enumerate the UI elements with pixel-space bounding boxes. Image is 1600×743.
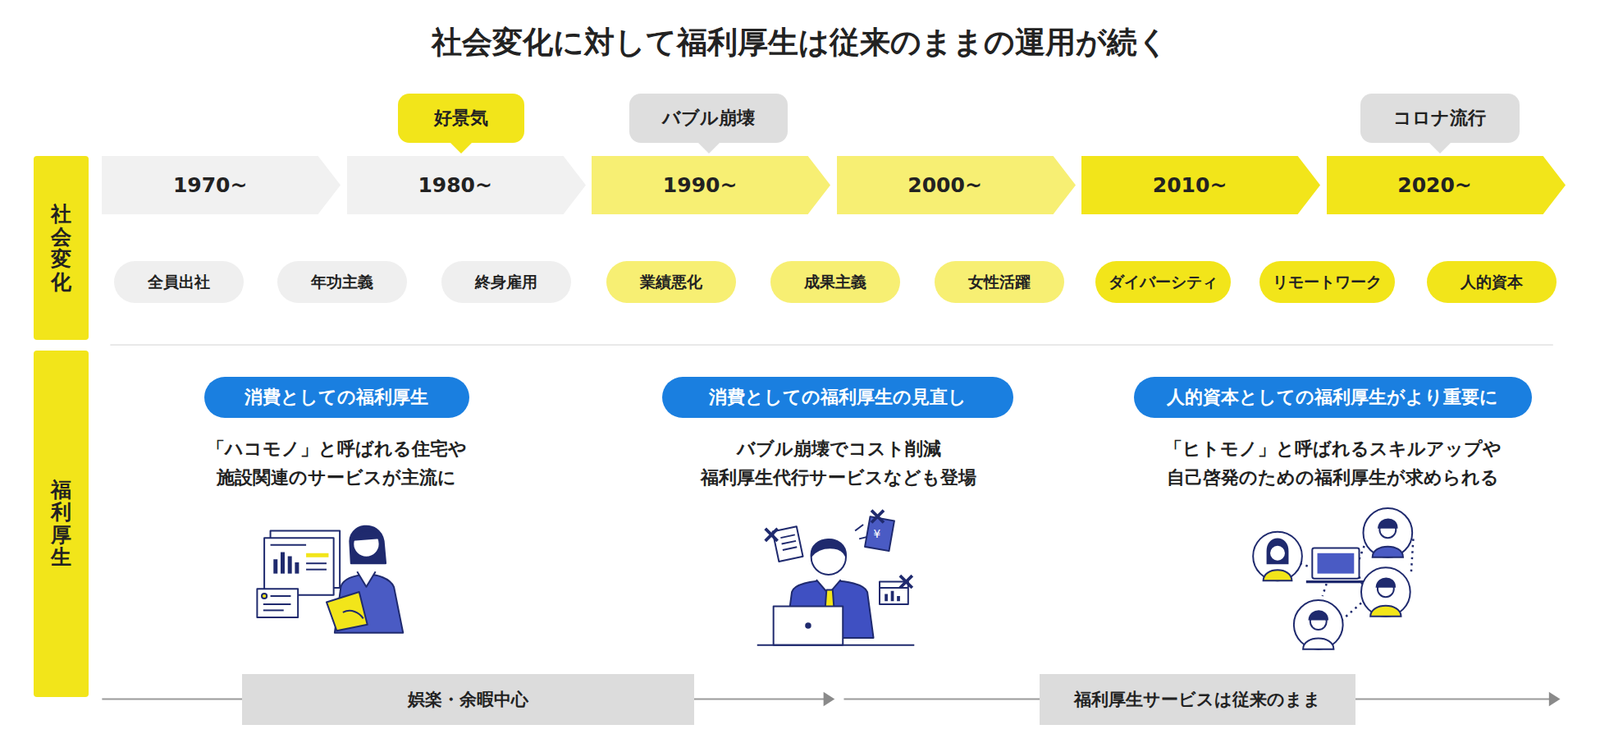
year-chevron: 2010~ — [1081, 155, 1321, 215]
period-box: 福利厚生サービスは従来のまま — [1039, 673, 1355, 725]
trend-pill: 全員出社 — [114, 260, 244, 303]
node-label: 福利厚生サービスは従来のまま — [1074, 687, 1322, 711]
period-box: 娯楽・余暇中心 — [242, 673, 695, 725]
node-label: 1970~ — [173, 173, 248, 197]
node-label: 消費としての福利厚生 — [244, 384, 429, 410]
chevron-fill — [347, 155, 586, 215]
description-text: バブル崩壊でコスト削減 福利厚生代行サービスなども登場 — [645, 434, 1032, 492]
category-band: 社会変化 — [33, 155, 89, 340]
arrow-head — [1549, 691, 1561, 706]
trend-pill: 女性活躍 — [934, 260, 1065, 303]
year-chevron: 1970~ — [101, 155, 341, 215]
category-band: 福利厚生 — [33, 350, 89, 698]
trend-pill: 成果主義 — [770, 260, 901, 303]
chevron-fill — [101, 155, 341, 215]
node-label: 全員出社 — [147, 271, 211, 293]
trend-pill: 業績悪化 — [606, 260, 736, 303]
chevron-fill — [836, 155, 1076, 215]
node-label: バブル崩壊 — [662, 105, 755, 131]
year-chevron: 1990~ — [591, 155, 831, 215]
trend-pill: 年功主義 — [277, 260, 407, 303]
node-label: 成果主義 — [804, 271, 867, 293]
pointer-fill — [449, 141, 473, 154]
node-label: 終身雇用 — [475, 271, 538, 293]
band-label: 社会変化 — [50, 202, 72, 293]
node-label: 人的資本 — [1460, 271, 1523, 293]
title: 社会変化に対して福利厚生は従来のままの運用が続く — [0, 22, 1600, 64]
node-label: リモートワーク — [1272, 271, 1382, 293]
node-label: 業績悪化 — [640, 271, 703, 293]
trend-pill: 終身雇用 — [441, 260, 572, 303]
callout-pointer — [449, 141, 473, 154]
phase-heading: 人的資本としての福利厚生がより重要に — [1133, 376, 1532, 418]
woman-illustration — [256, 525, 403, 633]
node-label: 2000~ — [907, 173, 983, 197]
network-illustration — [1252, 507, 1413, 650]
node-label: 女性活躍 — [968, 271, 1031, 293]
node-label: コロナ流行 — [1393, 105, 1486, 131]
trend-pill: リモートワーク — [1259, 260, 1395, 303]
node-label: 消費としての福利厚生の見直し — [708, 384, 967, 410]
year-chevron: 2000~ — [836, 155, 1076, 215]
pointer-fill — [697, 141, 721, 154]
callout-pointer — [1428, 141, 1452, 154]
year-chevron: 1980~ — [347, 155, 586, 215]
band-label: 福利厚生 — [50, 478, 72, 569]
node-label: ダイバーシティ — [1108, 271, 1218, 293]
node-label: 2010~ — [1152, 173, 1228, 197]
node-label: 人的資本としての福利厚生がより重要に — [1166, 384, 1499, 410]
phase-heading: 消費としての福利厚生 — [204, 376, 470, 418]
description-text: 「ヒトモノ」と呼ばれるスキルアップや 自己啓発のための福利厚生が求められる — [1139, 434, 1526, 492]
chevron-fill — [591, 155, 831, 215]
chevron-fill — [1326, 155, 1566, 215]
description-text: 「ハコモノ」と呼ばれる住宅や 施設関連のサービスが主流に — [143, 434, 530, 492]
node-label: 好景気 — [434, 105, 489, 131]
node-label: 2020~ — [1397, 173, 1472, 197]
year-chevron: 2020~ — [1326, 155, 1566, 215]
trend-pill: ダイバーシティ — [1095, 260, 1231, 303]
trend-pill: 人的資本 — [1426, 260, 1557, 303]
man-illustration: ¥ — [757, 510, 915, 645]
divider-line — [109, 343, 1553, 346]
event-callout: バブル崩壊 — [629, 93, 788, 143]
callout-pointer — [697, 141, 721, 154]
pointer-fill — [1428, 141, 1452, 154]
event-callout: 好景気 — [397, 93, 525, 143]
node-label: 1980~ — [417, 173, 493, 197]
arrow-head — [823, 691, 836, 706]
chevron-fill — [1081, 155, 1321, 215]
node-label: 娯楽・余暇中心 — [407, 687, 529, 711]
node-label: 1990~ — [662, 173, 738, 197]
phase-heading: 消費としての福利厚生の見直し — [662, 376, 1014, 418]
event-callout: コロナ流行 — [1360, 93, 1520, 143]
svg-text:¥: ¥ — [873, 526, 882, 540]
node-label: 年功主義 — [310, 271, 374, 293]
